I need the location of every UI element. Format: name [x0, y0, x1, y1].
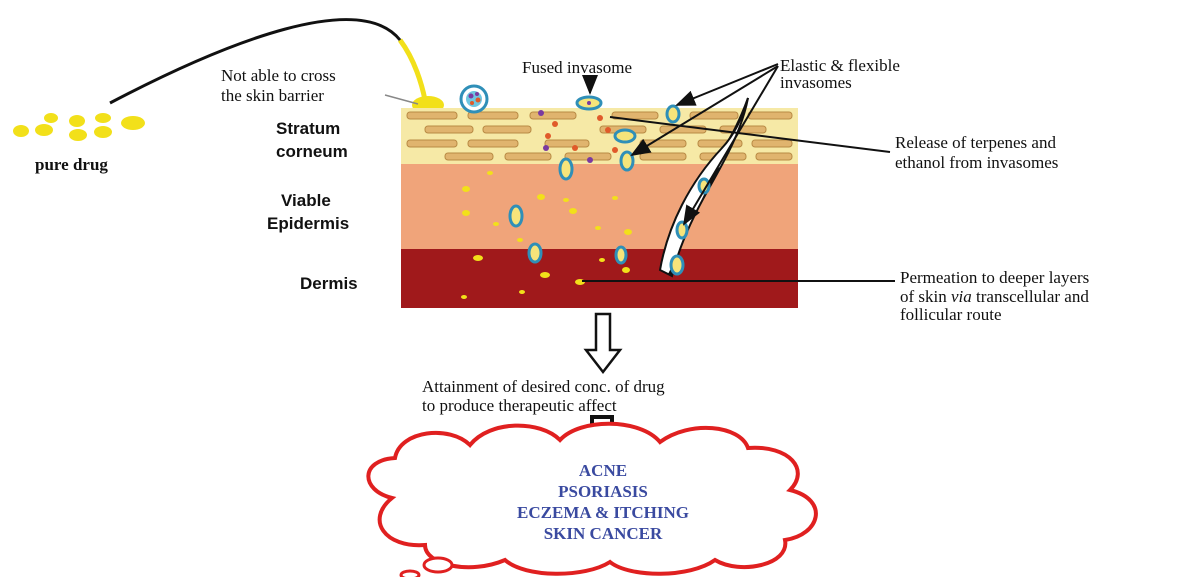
pure-drug-dots: [13, 113, 145, 141]
stratum-corneum-label-line1: Stratum: [276, 119, 340, 138]
surface-invasome: [461, 86, 487, 112]
down-arrow-1: [586, 314, 620, 372]
attainment-label-line2: to produce therapeutic affect: [422, 396, 617, 415]
pure-drug-label: pure drug: [35, 155, 108, 174]
skin-block: [401, 86, 798, 308]
viable-epidermis-layer: [401, 163, 798, 249]
disease-eczema-itching: ECZEMA & ITCHING: [517, 503, 689, 522]
permeation-label-line1: Permeation to deeper layers: [900, 268, 1089, 287]
disease-psoriasis: PSORIASIS: [558, 482, 648, 501]
viable-epidermis-label-line1: Viable: [281, 191, 331, 210]
not-cross-label-line1: Not able to cross: [221, 66, 336, 85]
fused-invasome-shape: [577, 97, 601, 109]
permeation-label-line2: of skin via transcellular and: [900, 287, 1089, 306]
disease-skin-cancer: SKIN CANCER: [544, 524, 663, 543]
permeation-label-line3: follicular route: [900, 305, 1002, 324]
release-terpenes-label-line1: Release of terpenes and: [895, 133, 1056, 152]
stratum-corneum-label-line2: corneum: [276, 142, 348, 161]
viable-epidermis-label-line2: Epidermis: [267, 214, 349, 233]
release-terpenes-label-line2: ethanol from invasomes: [895, 153, 1058, 172]
elastic-invasomes-label-line2: invasomes: [780, 73, 852, 92]
dermis-layer: [401, 248, 798, 308]
not-cross-label-line2: the skin barrier: [221, 86, 324, 105]
attainment-label-line1: Attainment of desired conc. of drug: [422, 377, 665, 396]
fused-invasome-label: Fused invasome: [522, 58, 632, 77]
dermis-label: Dermis: [300, 274, 358, 293]
disease-acne: ACNE: [579, 461, 627, 480]
